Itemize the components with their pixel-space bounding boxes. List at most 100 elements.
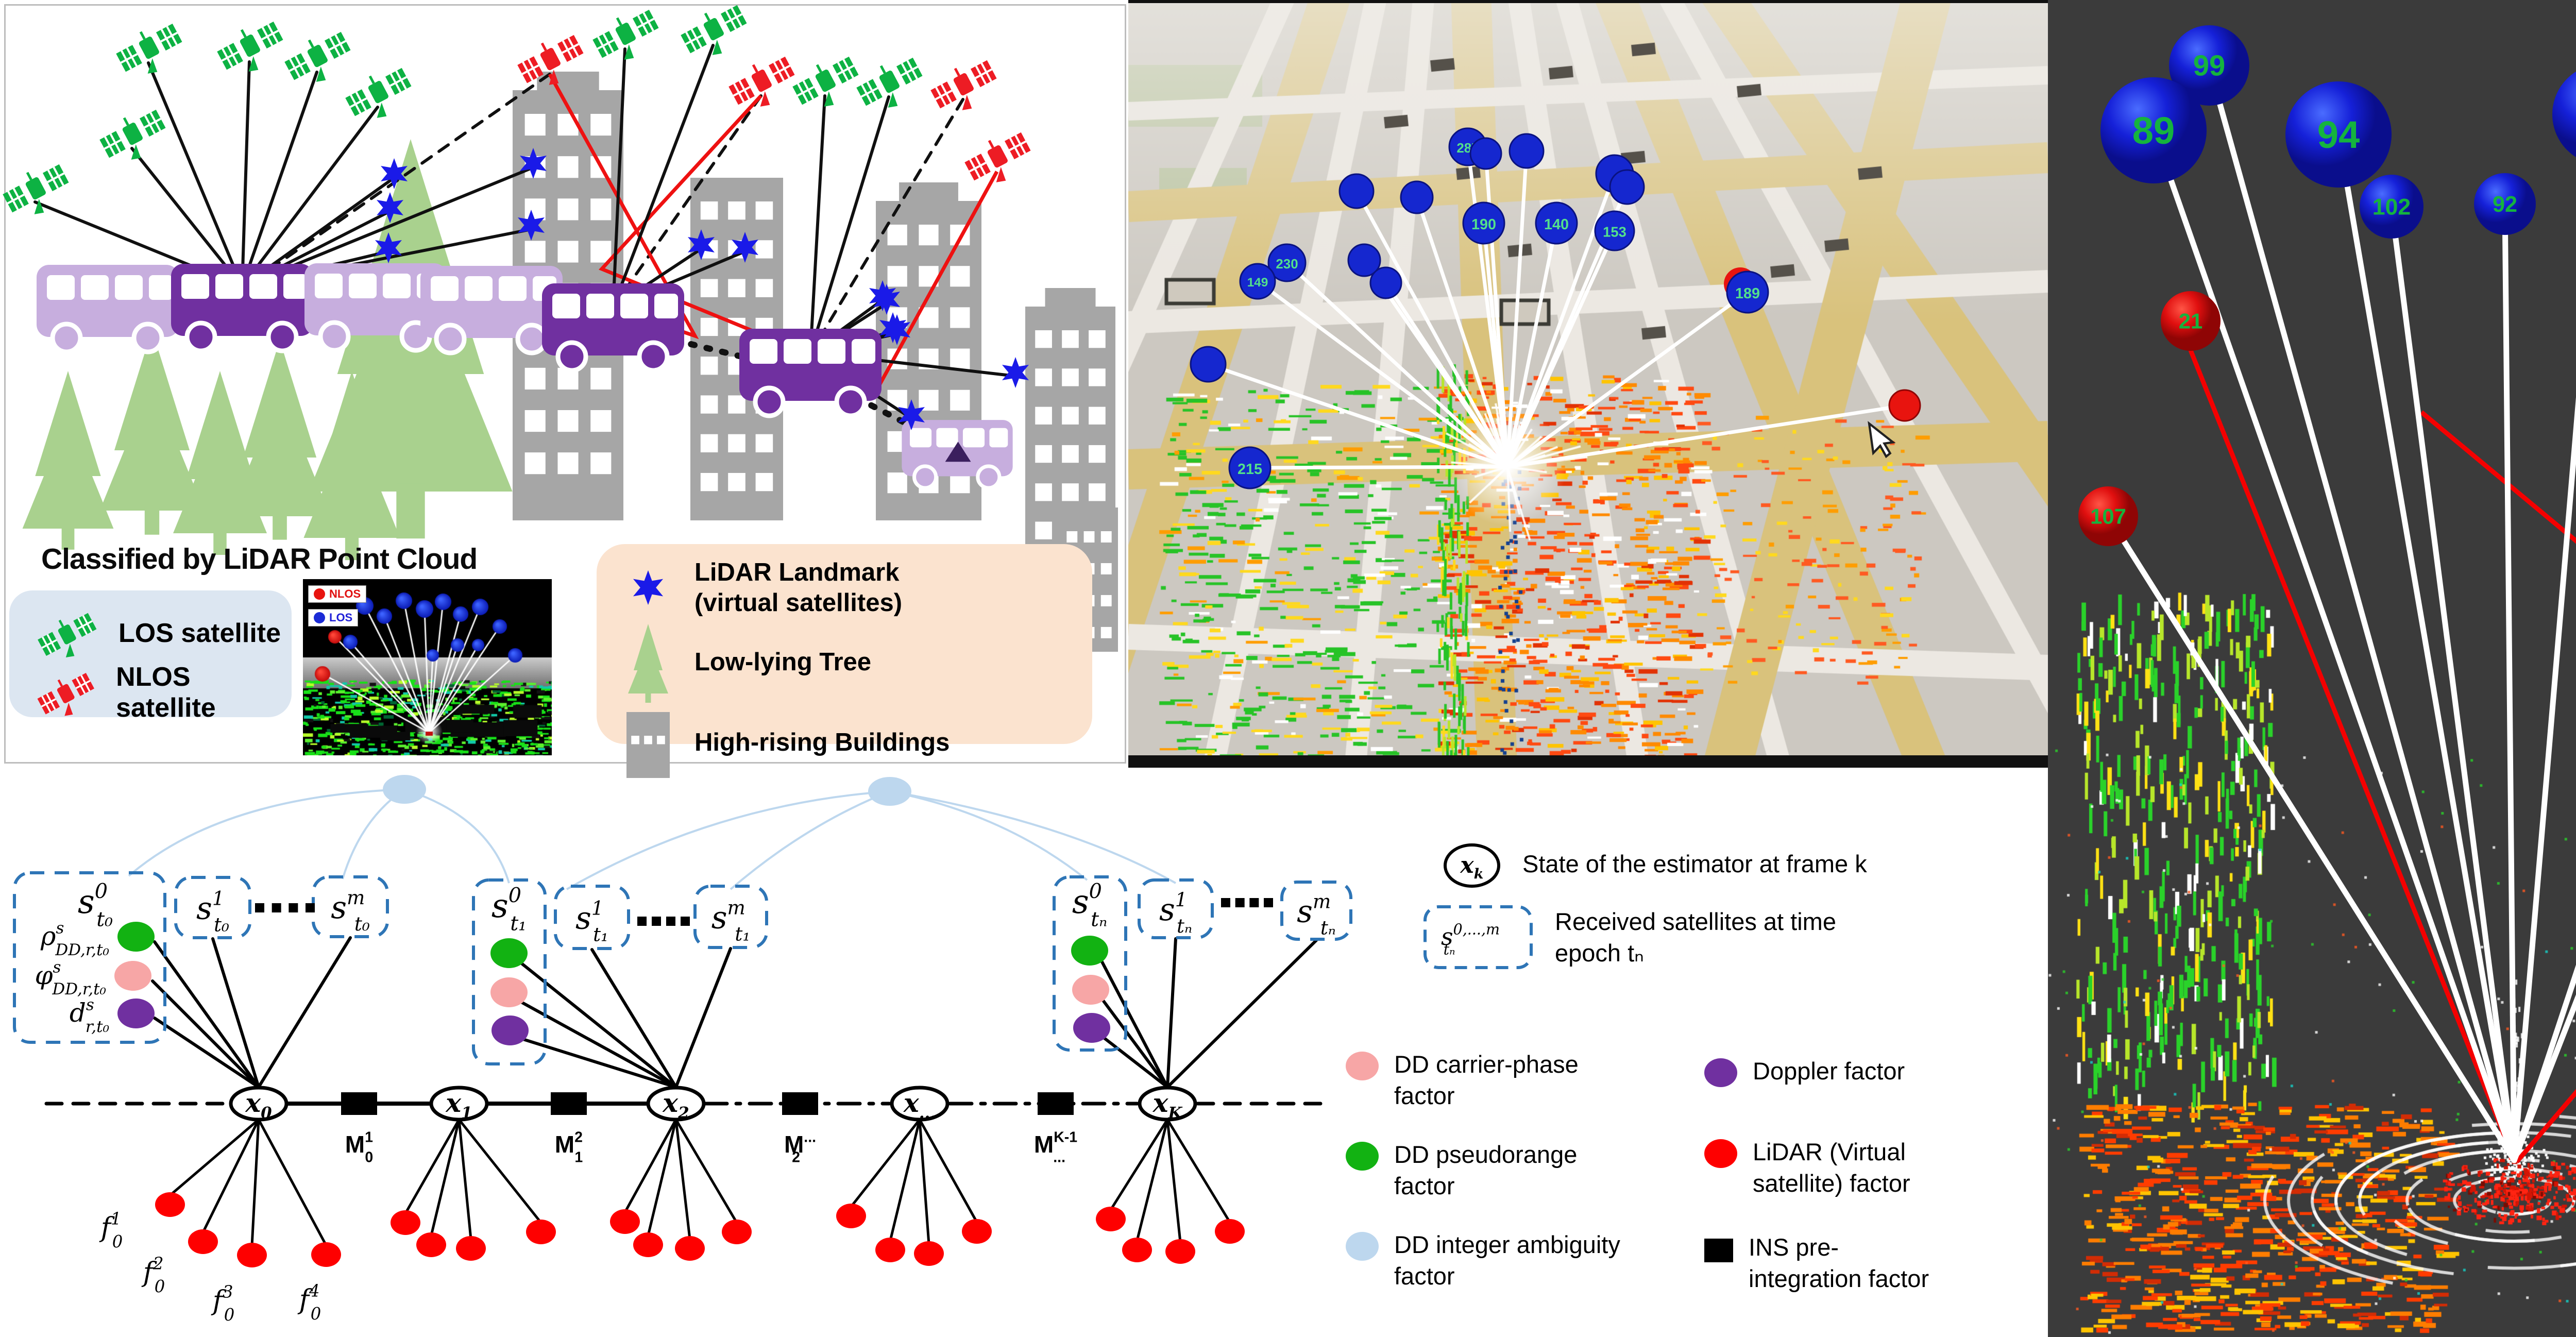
los-signal-line (241, 106, 379, 288)
ellipsis-dots (1235, 898, 1245, 907)
satellite-ray (1256, 279, 1510, 469)
satellite-marker[interactable] (1338, 173, 1375, 209)
nlos-satellite-marker[interactable] (1888, 389, 1921, 422)
measurement-line (1099, 958, 1169, 1089)
lidar-landmark-star-icon (873, 284, 900, 315)
lidar-landmark-star-icon (884, 314, 910, 345)
ellipsis-dots (289, 903, 298, 912)
satellite-marker[interactable] (1609, 169, 1645, 205)
satellite-marker[interactable]: 140 (1535, 201, 1578, 245)
satellite-marker[interactable]: 153 (1594, 210, 1635, 251)
satellite-sphere-92[interactable]: 92 (2474, 173, 2536, 235)
satellite-set-box (554, 885, 630, 950)
lidar-virtual-satellite-factor (526, 1220, 556, 1244)
satellite-marker[interactable]: 215 (1228, 446, 1272, 489)
map-pointcloud-canvas[interactable] (1128, 3, 2048, 755)
satellite-marker[interactable] (1369, 266, 1402, 299)
bus-trajectory-dotted-line (115, 312, 955, 450)
measurement-line (151, 979, 260, 1089)
lidar-factor-line (889, 1118, 921, 1242)
mouse-cursor-icon (1868, 421, 1896, 459)
lidar-virtual-satellite-factor (311, 1242, 341, 1267)
satellite-id: 140 (1544, 216, 1569, 233)
lidar-factor-line (430, 1118, 461, 1237)
satellite-id: 99 (2193, 49, 2225, 82)
satellite-ray (1206, 362, 1510, 469)
satellite-sphere (2285, 81, 2392, 188)
inset-los-chip: LOS (308, 609, 359, 627)
lidar-landmark-star-icon (688, 229, 715, 260)
satellite-sphere-102[interactable]: 102 (2360, 175, 2424, 239)
landmark-label: LiDAR Landmark (virtual satellites) (694, 559, 903, 617)
satellite-icon (37, 673, 94, 716)
inset-nlos-chip: NLOS (308, 585, 367, 603)
satellite-set-box (1423, 905, 1533, 969)
satellite-marker[interactable] (1400, 180, 1434, 214)
satellite-marker[interactable]: 149 (1239, 263, 1276, 300)
satellite-marker[interactable] (1190, 346, 1227, 383)
satellite-marker[interactable]: 230 (1267, 243, 1307, 282)
satellite-sphere (1228, 446, 1272, 489)
satellite-marker[interactable] (1509, 133, 1545, 169)
satellite-marker[interactable] (1347, 243, 1381, 277)
satellite-id: 215 (1238, 461, 1262, 478)
los-satellite-icon (3, 164, 69, 214)
los-satellite-icon (38, 613, 97, 658)
satellite-classification-legend: LOS satellite NLOS satellite (9, 590, 292, 723)
measurement-line (674, 947, 732, 1089)
ellipsis-dots (272, 903, 281, 912)
lidar-overlay: 99899424102921510821107 (2078, 25, 2576, 1163)
ellipsis-dots (637, 917, 647, 926)
state-circle-icon: xk (1444, 843, 1500, 888)
lidar-virtual-satellite-factor (1096, 1207, 1126, 1231)
satellite-marker[interactable] (1469, 137, 1502, 170)
ellipsis-dots (652, 917, 661, 926)
satellite-sphere-89[interactable]: 89 (2100, 77, 2207, 183)
los-satellite-icon (792, 56, 859, 107)
satellite-sphere (1338, 173, 1375, 209)
satellite-sphere-94[interactable]: 94 (2285, 81, 2392, 188)
satellite-sphere (1190, 346, 1227, 383)
measurement-line (153, 1017, 260, 1089)
carrier-phase-factor (1072, 975, 1109, 1005)
ins-factor-label: M...2 (784, 1129, 816, 1165)
satellite-sphere-107[interactable]: 107 (2078, 486, 2138, 546)
carrier-phase-factor (114, 961, 151, 991)
lidar-virtual-satellite-factor (416, 1232, 446, 1257)
satellites-legend-text: Received satellites at time epoch tₙ (1555, 908, 1836, 967)
doppler-factor (117, 998, 155, 1028)
satellite-sphere-99[interactable]: 99 (2169, 25, 2249, 106)
satellite-set-box (693, 885, 768, 949)
carrier-phase-dot-icon (1346, 1052, 1379, 1080)
lidar-factor-dot-icon (1704, 1139, 1737, 1168)
los-satellite-icon (217, 21, 283, 72)
los-satellite-icon (345, 67, 412, 118)
satellite-id: 21 (2179, 309, 2202, 333)
lidar-virtual-satellite-factor (1215, 1219, 1245, 1244)
lidar-factor-line (674, 1118, 738, 1224)
ellipsis-dots (1264, 898, 1273, 907)
nlos-legend-row: NLOS satellite (28, 662, 292, 723)
lidar-factor-line (1166, 1118, 1231, 1224)
los-signal-line (241, 60, 251, 288)
satellite-ray (2511, 994, 2576, 1163)
satellite-marker[interactable]: 190 (1462, 201, 1505, 245)
lidar-viewport[interactable]: 99899424102921510821107 (2048, 0, 2576, 1337)
nlos-label: NLOS satellite (116, 662, 216, 723)
satellite-sphere-24[interactable]: 24 (2552, 64, 2576, 165)
inset-los-label: LOS (329, 611, 353, 624)
lidar-landmark-star-icon (1002, 357, 1029, 388)
tree-legend-row: Low-lying Tree (617, 621, 1092, 704)
satellite-ray (2388, 204, 2517, 1163)
satellite-marker[interactable]: 189 (1724, 267, 1769, 314)
satellite-sphere-21[interactable]: 21 (2161, 291, 2221, 351)
